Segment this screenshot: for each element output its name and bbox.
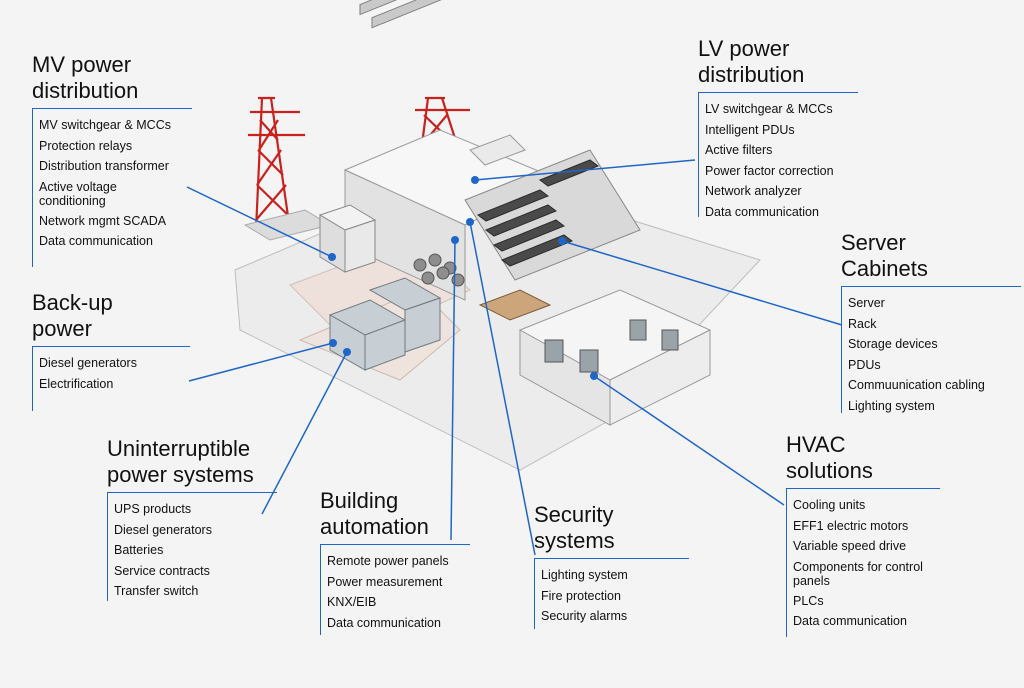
- list-item: Data communication: [705, 204, 819, 219]
- group-title: Building automation: [320, 488, 429, 539]
- list-item: Service contracts: [114, 563, 210, 578]
- chiller-units: [413, 253, 465, 287]
- list-item: Variable speed drive: [793, 539, 907, 553]
- list-item: Lighting system: [848, 398, 935, 413]
- list-item: Network mgmt SCADA: [39, 213, 167, 228]
- list-item: LV switchgear & MCCs: [705, 102, 833, 116]
- building-automation-group: Building automation Remote power panels …: [320, 488, 470, 635]
- group-title: Back-up power: [32, 290, 113, 341]
- list-item: Batteries: [114, 543, 164, 557]
- group-title: MV power distribution: [32, 52, 139, 103]
- list-item: KNX/EIB: [327, 595, 377, 609]
- list-item: Network analyzer: [705, 184, 802, 198]
- list-item: Data communication: [327, 615, 441, 630]
- list-item: MV switchgear & MCCs: [39, 118, 171, 132]
- server-cabinets-group: Server Cabinets Server Rack Storage devi…: [841, 230, 1021, 413]
- list-item: PDUs: [848, 357, 881, 372]
- list-item: Diesel generators: [39, 356, 137, 370]
- list-item: Server: [848, 296, 885, 310]
- backup-power-group: Back-up power Diesel generators Electrif…: [32, 290, 190, 411]
- list-item: Lighting system: [541, 568, 628, 582]
- list-item: Data communication: [793, 614, 907, 628]
- control-room: [478, 289, 552, 321]
- list-item: Data communication: [39, 234, 153, 248]
- tower-left: [248, 96, 305, 231]
- generator-sets: [328, 277, 442, 371]
- connector-lines: [186, 159, 843, 556]
- ups-group: Uninterruptible power systems UPS produc…: [107, 436, 277, 601]
- hvac-solutions-group: HVAC solutions Cooling units EFF1 electr…: [786, 432, 940, 637]
- list-item: Transfer switch: [114, 584, 199, 598]
- list-item: Electrification: [39, 376, 114, 391]
- list-item: Commuunication cabling: [848, 378, 985, 392]
- list-item: Security alarms: [541, 609, 628, 623]
- group-title: HVAC solutions: [786, 432, 873, 483]
- list-item: Rack: [848, 316, 877, 331]
- group-title: Uninterruptible power systems: [107, 436, 254, 487]
- list-item: Protection relays: [39, 138, 133, 153]
- list-item: Distribution transformer: [39, 159, 169, 173]
- group-title: Server Cabinets: [841, 230, 928, 281]
- list-item: Power factor correction: [705, 163, 834, 178]
- list-item: Power measurement: [327, 574, 443, 589]
- switchgear-rows: [359, 0, 463, 29]
- list-item: PLCs: [793, 593, 824, 608]
- security-systems-group: Security systems Lighting system Fire pr…: [534, 502, 689, 629]
- lv-power-group: LV power distribution LV switchgear & MC…: [698, 36, 858, 219]
- list-item: Cooling units: [793, 498, 866, 512]
- list-item: Fire protection: [541, 588, 621, 603]
- group-title: LV power distribution: [698, 36, 805, 87]
- list-item: EFF1 electric motors: [793, 518, 909, 533]
- mv-power-group: MV power distribution MV switchgear & MC…: [32, 52, 192, 267]
- list-item: Active filters: [705, 143, 773, 157]
- group-title: Security systems: [534, 502, 615, 553]
- list-item: Remote power panels: [327, 554, 449, 568]
- list-item: Storage devices: [848, 337, 938, 351]
- list-item: Diesel generators: [114, 522, 212, 537]
- list-item: UPS products: [114, 502, 192, 516]
- list-item: Intelligent PDUs: [705, 122, 795, 137]
- lv-room: [469, 134, 526, 166]
- list-item: Active voltage conditioning: [39, 179, 117, 208]
- list-item: Components for control panels: [793, 559, 923, 588]
- server-racks: [476, 159, 600, 267]
